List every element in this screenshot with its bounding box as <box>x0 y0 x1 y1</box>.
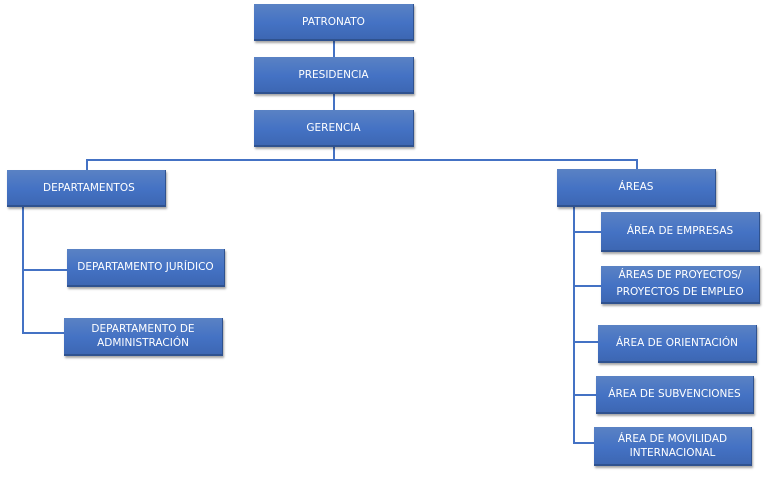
box-area-proyectos-label: ÁREAS DE PROYECTOS/ PROYECTOS DE EMPLEO <box>616 269 744 298</box>
box-areas-label: ÁREAS <box>618 181 654 193</box>
connector-area-empresas <box>573 231 601 233</box>
connector-gerencia-down <box>333 147 335 160</box>
box-gerencia-label: GERENCIA <box>306 121 361 134</box>
connector-dept-administracion <box>22 332 64 334</box>
box-patronato-label: PATRONATO <box>302 15 365 28</box>
connector-areas-spine <box>573 207 575 443</box>
box-area-subvenciones: ÁREA DE SUBVENCIONES <box>596 376 754 414</box>
connector-area-subvenciones <box>573 394 596 396</box>
connector-to-areas <box>636 159 638 169</box>
box-area-orientacion-label: ÁREA DE ORIENTACIÓN <box>616 337 738 349</box>
box-area-empresas-label: ÁREA DE EMPRESAS <box>626 225 734 237</box>
connector-to-departamentos <box>86 159 88 170</box>
box-presidencia-label: PRESIDENCIA <box>298 68 369 81</box>
box-area-empresas: ÁREA DE EMPRESAS <box>601 212 760 252</box>
connector-horizontal-bar <box>86 159 638 161</box>
box-area-movilidad-label: ÁREA DE MOVILIDAD INTERNACIONAL <box>617 432 728 459</box>
box-patronato: PATRONATO <box>254 4 414 41</box>
box-departamento-juridico-label: DEPARTAMENTO JURÍDICO <box>77 261 214 273</box>
box-presidencia: PRESIDENCIA <box>254 57 414 94</box>
box-departamentos-label: DEPARTAMENTOS <box>43 181 135 194</box>
box-area-movilidad: ÁREA DE MOVILIDAD INTERNACIONAL <box>594 427 752 466</box>
box-area-subvenciones-label: ÁREA DE SUBVENCIONES <box>608 388 741 400</box>
box-areas: ÁREAS <box>557 169 716 207</box>
box-area-orientacion: ÁREA DE ORIENTACIÓN <box>598 325 757 363</box>
connector-area-orientacion <box>573 341 598 343</box>
box-area-proyectos: ÁREAS DE PROYECTOS/ PROYECTOS DE EMPLEO <box>601 266 760 304</box>
connector-patronato-presidencia <box>333 41 335 57</box>
connector-presidencia-gerencia <box>333 94 335 110</box>
box-departamento-administracion: DEPARTAMENTO DE ADMINISTRACIÓN <box>64 318 223 356</box>
box-departamentos: DEPARTAMENTOS <box>7 170 166 207</box>
box-departamento-administracion-label: DEPARTAMENTO DE ADMINISTRACIÓN <box>91 323 195 349</box>
connector-area-movilidad <box>573 442 594 444</box>
connector-area-proyectos <box>573 285 601 287</box>
box-gerencia: GERENCIA <box>254 110 414 147</box>
box-departamento-juridico: DEPARTAMENTO JURÍDICO <box>67 249 225 287</box>
connector-dept-juridico <box>22 269 67 271</box>
